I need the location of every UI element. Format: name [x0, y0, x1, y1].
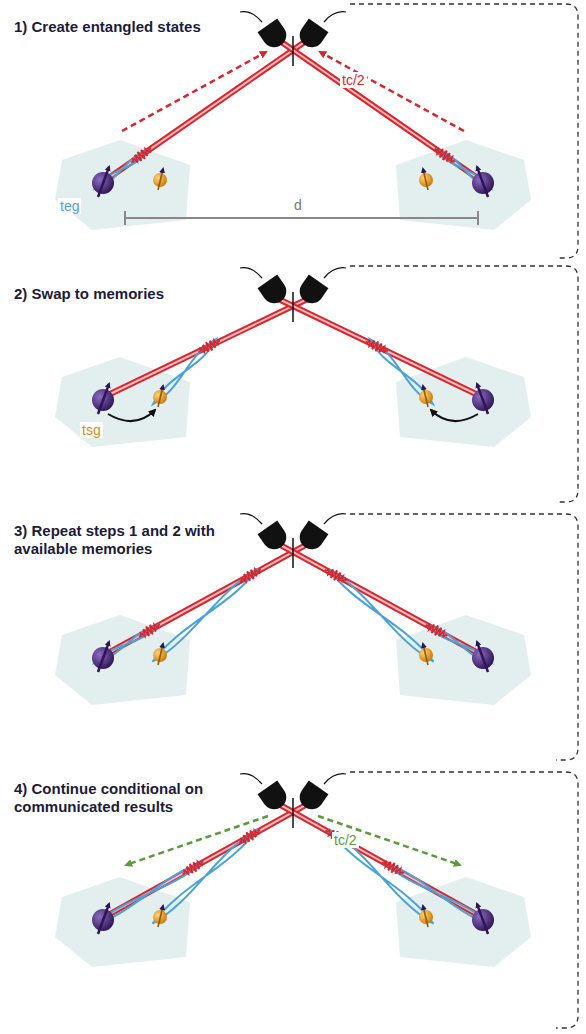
- time-label: tc/2: [332, 832, 359, 848]
- step-heading: 4) Continue conditional on communicated …: [14, 780, 246, 816]
- step-panel: 3) Repeat steps 1 and 2 with available m…: [14, 522, 246, 558]
- step-panel: 4) Continue conditional on communicated …: [14, 780, 246, 816]
- time-label: teg: [58, 198, 81, 214]
- step-heading: 3) Repeat steps 1 and 2 with available m…: [14, 522, 246, 558]
- time-label: tsg: [80, 422, 103, 438]
- step-heading: 2) Swap to memories: [14, 285, 246, 303]
- step-heading: 1) Create entangled states: [14, 18, 246, 36]
- step-panel: 1) Create entangled states: [14, 18, 246, 36]
- distance-label: d: [292, 197, 304, 213]
- time-label: tc/2: [340, 72, 367, 88]
- step-panel: 2) Swap to memories: [14, 285, 246, 303]
